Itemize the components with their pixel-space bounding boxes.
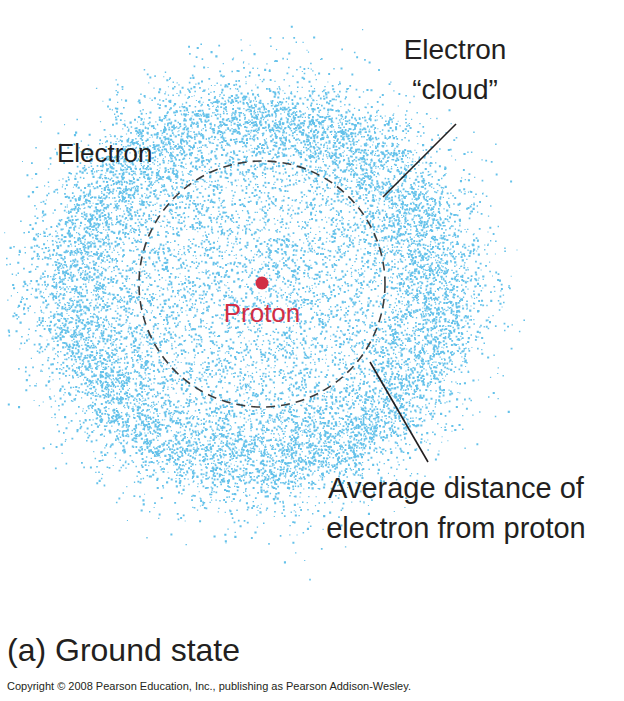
leader-line [370, 362, 428, 462]
figure-caption: (a) Ground state [7, 631, 407, 669]
copyright-note: Copyright © 2008 Pearson Education, Inc.… [7, 680, 617, 693]
leader-line [383, 124, 456, 197]
average-distance-circle [139, 161, 385, 407]
part-label: Electron “cloud” [365, 30, 545, 110]
part-label: Average distance of electron from proton [296, 468, 616, 548]
proton-dot [256, 277, 269, 290]
part-label: Electron [57, 138, 257, 169]
part-label: Proton [182, 298, 342, 329]
